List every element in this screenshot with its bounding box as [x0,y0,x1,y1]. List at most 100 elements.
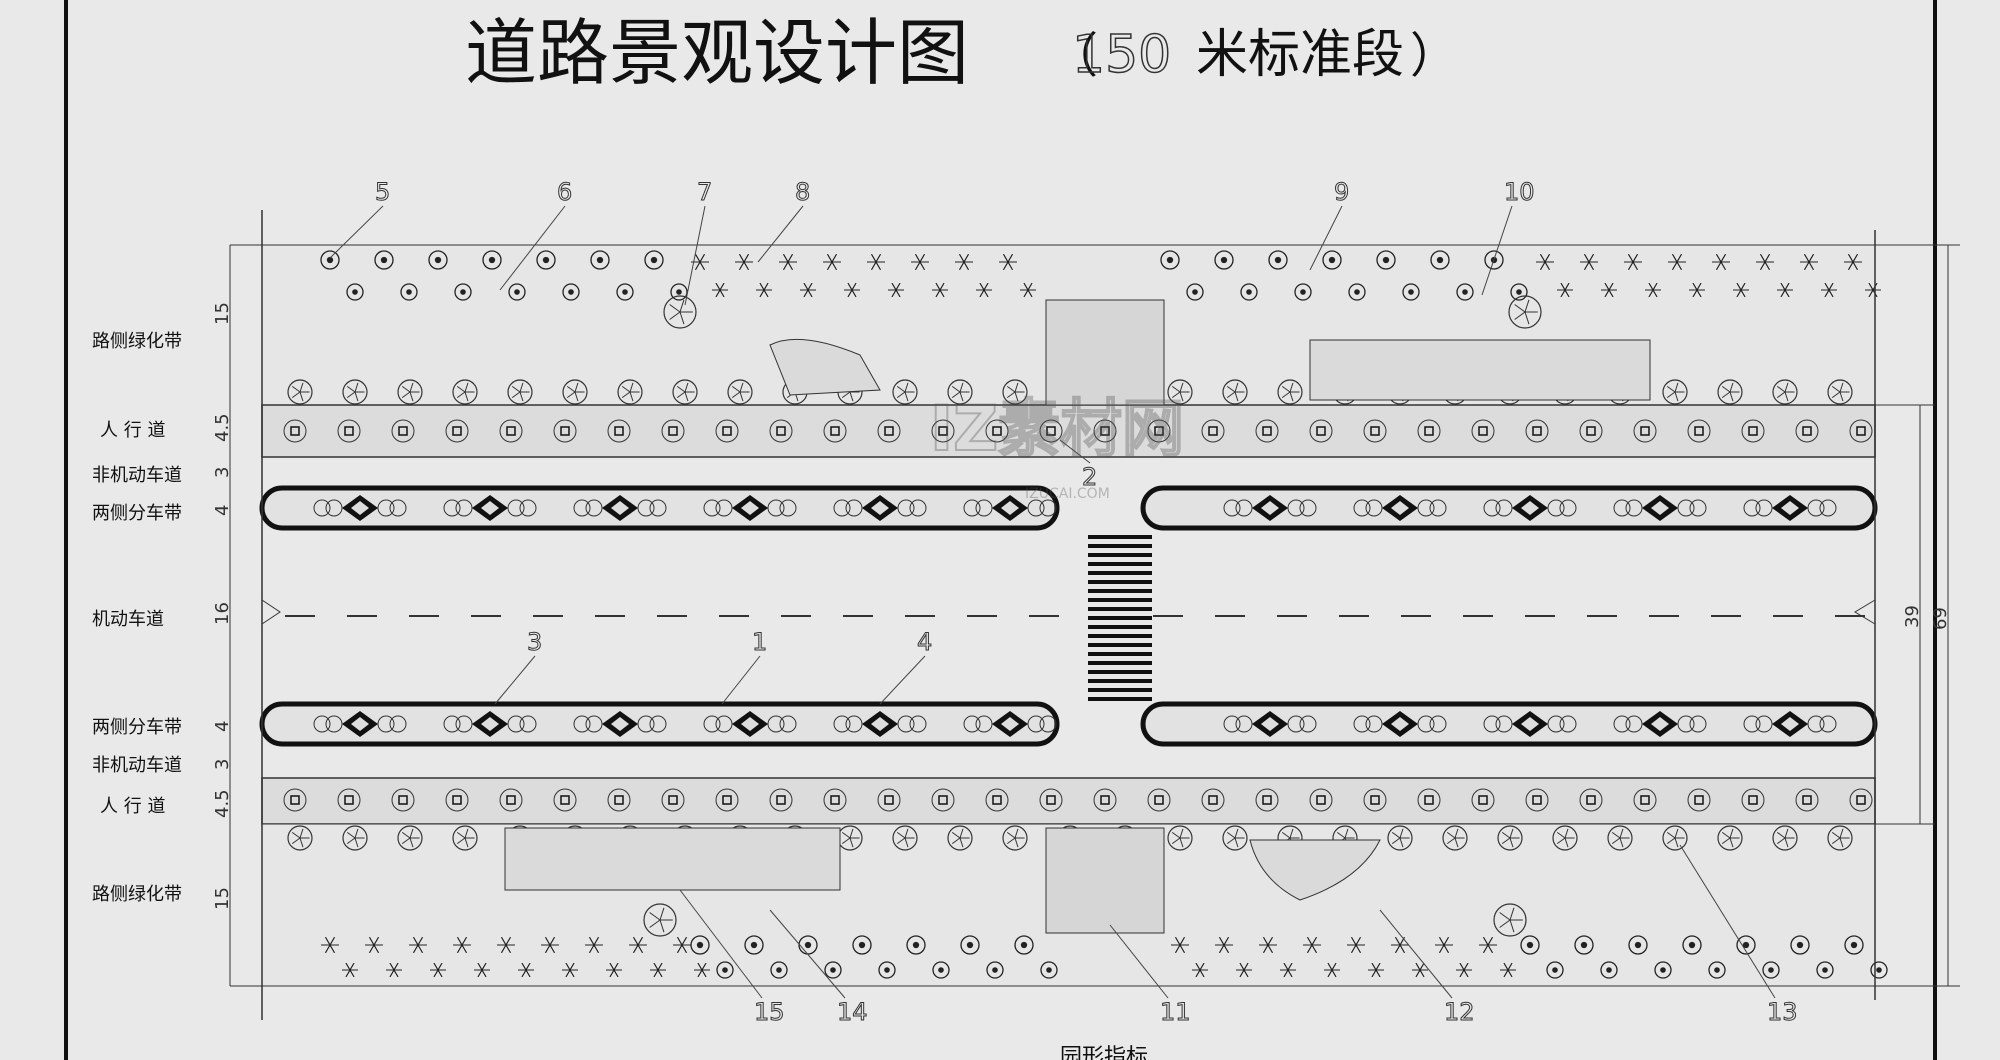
canopy-branch [1556,837,1566,845]
tree-grate [992,426,1002,436]
street-tree-pit [1039,788,1063,812]
street-tree-pit [445,419,469,443]
flower-shrub [1708,961,1726,979]
canopy-branch [1234,828,1239,839]
callout-leader [1679,844,1776,999]
label-carriageway: 机动车道 [92,609,164,630]
canopy-branch [676,391,686,399]
star-shrub [1195,962,1205,978]
street-tree-pit [607,419,631,443]
tree-grate [1154,426,1164,436]
canopy-tree [1662,825,1688,851]
canopy-branch [299,382,304,393]
flower-center [1328,256,1336,264]
callout-leader [1059,439,1091,464]
star-shrub [609,962,619,978]
canopy-branch [1674,382,1679,393]
street-tree-pit [1093,419,1117,443]
canopy-branch [1729,828,1734,839]
canopy-tree [1167,379,1193,405]
canopy-branch [1564,837,1569,848]
canopy-branch [904,828,909,839]
canopy-branch [346,837,356,845]
street-tree-pit [1093,788,1117,812]
tree-grate [1262,426,1272,436]
canopy-tree [507,379,533,405]
canopy-branch [1564,828,1569,839]
shrub [637,499,655,517]
canopy-tree [947,379,973,405]
label-greenbelt-top: 路侧绿化带 [92,331,182,352]
canopy-branch [849,391,854,402]
shrub [1625,499,1643,517]
shrub [1755,715,1773,733]
flower-shrub [1844,935,1864,955]
tree-grate [1640,426,1650,436]
flower-shrub [1682,935,1702,955]
callout-leader [769,909,846,999]
shrub [1417,499,1435,517]
canopy-branch [1839,837,1844,848]
canopy-tree [1222,825,1248,851]
diamond-planter-inner [351,717,369,731]
shrub [1677,499,1695,517]
tree-grate [830,426,840,436]
street-tree-pit [823,788,847,812]
street-tree-pit [715,788,739,812]
diamond-planter-inner [871,501,889,515]
star-shrub [871,253,881,271]
shrub [1495,499,1513,517]
flower-center [830,967,836,973]
canopy-branch [456,385,466,393]
shrub [1235,499,1253,517]
tree-grate [1478,426,1488,436]
star-shrub [1672,253,1682,271]
star-shrub [433,962,443,978]
canopy-branch [299,391,304,402]
star-shrub [891,282,901,298]
star-shrub [827,253,837,271]
tree-grate [452,426,462,436]
shrub [1483,499,1501,517]
canopy-branch [739,382,744,393]
star-shrub [1283,962,1293,978]
diamond-planter-inner [871,717,889,731]
flower-shrub [1040,961,1058,979]
canopy-branch [1666,391,1676,399]
canopy-branch [346,831,356,839]
canopy-tree [1508,295,1542,329]
canopy-branch [1831,831,1841,839]
flower-center [460,289,466,295]
canopy-branch [1509,919,1515,933]
shrub [715,499,733,517]
canopy-branch [1674,391,1679,402]
tree-grate [1532,426,1542,436]
canopy-branch [1006,831,1016,839]
flower-shrub [1294,283,1312,301]
star-shrub [1395,936,1405,954]
diamond-planter-inner [611,717,629,731]
flower-center [1516,289,1522,295]
tree-grate [1802,795,1812,805]
callout-number: 9 [1334,178,1349,206]
street-tree-pit [985,419,1009,443]
flower-center [1166,256,1174,264]
canopy-branch [1171,837,1181,845]
crosswalk-stripe [1088,625,1152,629]
star-shrub [1560,282,1570,298]
flower-shrub [1348,283,1366,301]
canopy-tree [663,295,697,329]
flower-center [1220,256,1228,264]
street-tree-pit [1309,419,1333,443]
canopy-branch [456,831,466,839]
crosswalk-stripe [1088,697,1152,701]
road-bands [261,244,1876,987]
tree-grate [1532,795,1542,805]
tree-grate [668,795,678,805]
canopy-branch [1336,831,1346,839]
crosswalk-stripe [1088,562,1152,566]
shrub [1483,715,1501,733]
star-shrub [1459,962,1469,978]
flower-center [776,967,782,973]
shrub [1299,715,1317,733]
